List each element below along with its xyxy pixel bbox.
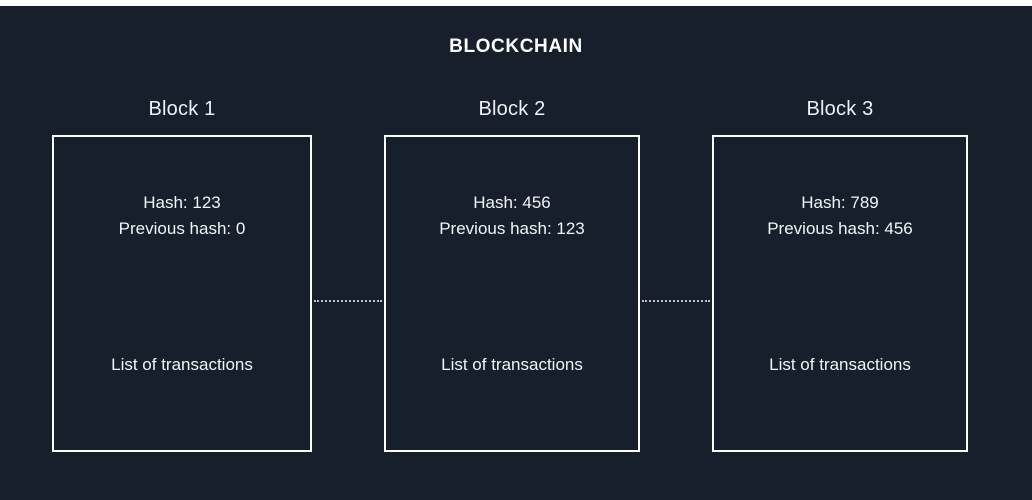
blockchain-block-2: Block 2 Hash: 456 Previous hash: 123 Lis… [384,98,640,452]
block-1-box: Hash: 123 Previous hash: 0 List of trans… [52,135,312,452]
block-3-hash: Hash: 789 [801,193,879,212]
block-3-hash-group: Hash: 789 Previous hash: 456 [714,190,966,242]
block-1-hash: Hash: 123 [143,193,221,212]
block-1-previous-hash: Previous hash: 0 [118,219,246,238]
block-1-hash-group: Hash: 123 Previous hash: 0 [54,190,310,242]
block-3-previous-hash: Previous hash: 456 [767,219,913,238]
block-3-label: Block 3 [806,98,874,120]
blockchain-block-3: Block 3 Hash: 789 Previous hash: 456 Lis… [712,98,968,452]
block-2-previous-hash: Previous hash: 123 [439,219,585,238]
block-2-transactions: List of transactions [441,355,583,374]
block-1-transactions: List of transactions [111,355,253,374]
diagram-stage: BLOCKCHAIN Block 1 Hash: 123 Previous ha… [0,6,1032,500]
connector-block1-block2 [314,300,382,302]
block-2-label: Block 2 [478,98,546,120]
page-title: BLOCKCHAIN [449,36,583,57]
connector-block2-block3 [642,300,710,302]
block-3-box: Hash: 789 Previous hash: 456 List of tra… [712,135,968,452]
block-3-transactions: List of transactions [769,355,911,374]
block-2-hash: Hash: 456 [473,193,551,212]
block-2-box: Hash: 456 Previous hash: 123 List of tra… [384,135,640,452]
block-1-label: Block 1 [148,98,216,120]
block-2-hash-group: Hash: 456 Previous hash: 123 [386,190,638,242]
blockchain-block-1: Block 1 Hash: 123 Previous hash: 0 List … [52,98,312,452]
